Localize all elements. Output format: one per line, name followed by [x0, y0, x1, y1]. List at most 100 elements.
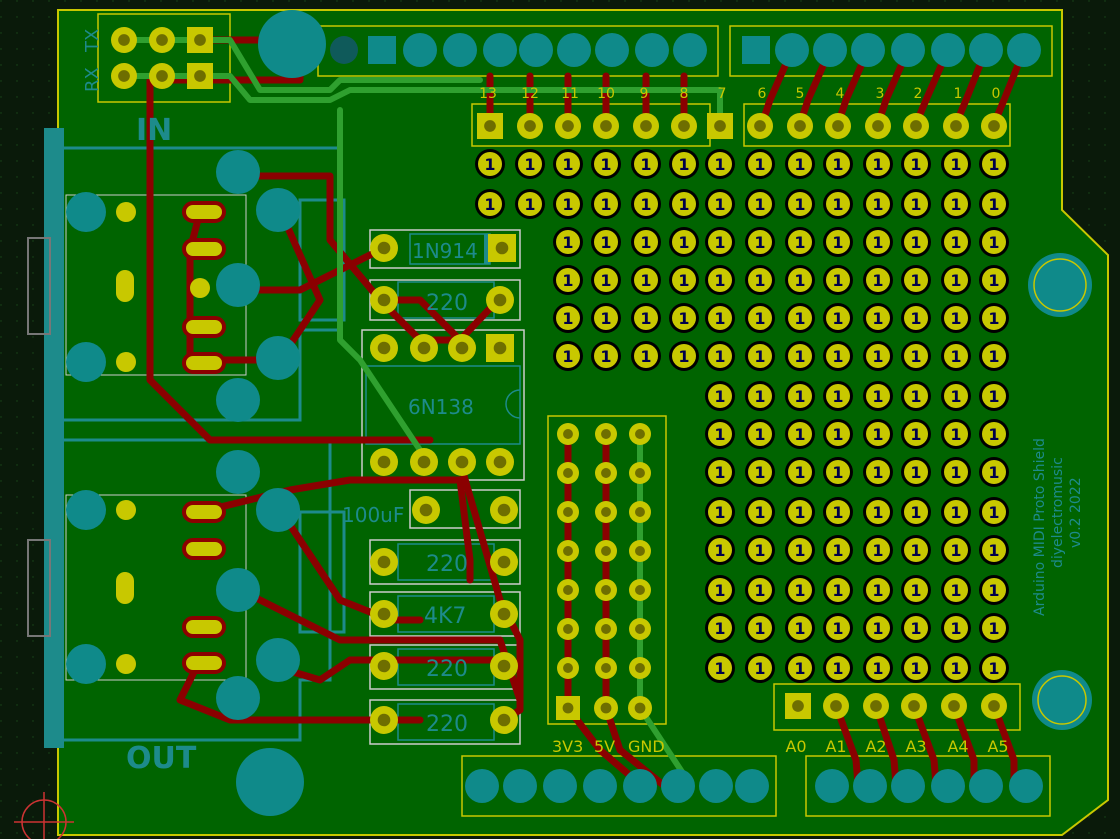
proto-digital-pad-drill — [524, 120, 536, 132]
proto-pad-number: 1 — [872, 581, 883, 600]
digital-header-pins — [330, 33, 1041, 67]
power-rail-pad-drill — [563, 624, 573, 634]
proto-pad — [708, 460, 732, 484]
resistor-4k7-label: 4K7 — [424, 604, 466, 629]
proto-pad — [826, 230, 850, 254]
proto-pad-number: 1 — [832, 233, 843, 252]
header-pin — [635, 33, 669, 67]
proto-pad — [982, 230, 1006, 254]
diode-cathode-band — [484, 234, 490, 264]
jack-bezel — [44, 128, 64, 748]
proto-pad — [944, 578, 968, 602]
diode-label: 1N914 — [412, 239, 478, 263]
proto-pad — [634, 152, 658, 176]
proto-pad-number: 1 — [794, 309, 805, 328]
power-5v-label: 5V — [594, 737, 615, 756]
proto-pad-number: 1 — [600, 233, 611, 252]
power-rail-pad-drill — [600, 702, 612, 714]
proto-pad-number: 1 — [754, 541, 765, 560]
proto-pad — [826, 422, 850, 446]
component-pad-drill — [497, 607, 511, 621]
header-pin — [813, 33, 847, 67]
power-rail-pad-drill — [635, 429, 645, 439]
proto-header-pads — [477, 113, 1007, 720]
proto-pad — [478, 152, 502, 176]
power-rail-pad-drill — [563, 507, 573, 517]
proto-pad — [826, 538, 850, 562]
proto-pad — [788, 538, 812, 562]
component-pad-drill — [417, 455, 431, 469]
proto-pad-number: 1 — [872, 503, 883, 522]
proto-pad-number: 1 — [794, 195, 805, 214]
mount-ring-right-bottom — [1037, 675, 1087, 725]
rx-label: RX — [82, 67, 103, 92]
proto-pad — [866, 422, 890, 446]
header-pin — [1009, 769, 1043, 803]
proto-pad — [944, 500, 968, 524]
proto-pad-number: 1 — [754, 659, 765, 678]
silk-title-line3: v0.2 2022 — [1068, 477, 1084, 548]
header-pin — [595, 33, 629, 67]
proto-pad — [708, 152, 732, 176]
component-pad-drill — [377, 293, 391, 307]
proto-pad-number: 1 — [754, 233, 765, 252]
proto-pad-number: 1 — [950, 503, 961, 522]
proto-pad — [634, 192, 658, 216]
proto-pad — [944, 656, 968, 680]
proto-pad — [478, 192, 502, 216]
power-rail-pad-drill — [635, 624, 645, 634]
proto-pad-number: 1 — [714, 659, 725, 678]
proto-pad — [866, 538, 890, 562]
proto-pad — [788, 500, 812, 524]
proto-pad-number: 1 — [872, 271, 883, 290]
proto-pad-number: 1 — [714, 503, 725, 522]
power-analog-header-pins — [465, 769, 1043, 803]
resistor-220-a-label: 220 — [426, 291, 468, 316]
proto-pad-number: 1 — [832, 387, 843, 406]
mount-ring-right-top — [1033, 258, 1087, 312]
proto-pad-number: 1 — [794, 659, 805, 678]
power-rail-pad-drill — [563, 429, 573, 439]
proto-pad-number: 1 — [872, 659, 883, 678]
serial-pad-drill — [194, 70, 206, 82]
proto-pad — [518, 192, 542, 216]
proto-pad-number: 1 — [872, 425, 883, 444]
proto-pad — [788, 192, 812, 216]
component-pad-drill — [493, 455, 507, 469]
header-pin — [661, 769, 695, 803]
proto-pad-number: 1 — [754, 387, 765, 406]
power-rail-pad-drill — [635, 507, 645, 517]
proto-pad-number: 1 — [794, 503, 805, 522]
proto-pad — [982, 152, 1006, 176]
proto-pad-number: 1 — [950, 541, 961, 560]
proto-pad — [634, 268, 658, 292]
proto-pad — [672, 230, 696, 254]
proto-pad — [788, 422, 812, 446]
proto-pad — [982, 306, 1006, 330]
proto-pad — [708, 578, 732, 602]
proto-pad — [594, 152, 618, 176]
component-pad-drill — [377, 659, 391, 673]
proto-pad-number: 1 — [794, 463, 805, 482]
header-pin — [368, 36, 396, 64]
silk-title-line1: Arduino MIDI Proto Shield — [1032, 438, 1048, 616]
proto-pad — [594, 306, 618, 330]
proto-pad — [788, 268, 812, 292]
proto-pad-number: 1 — [832, 463, 843, 482]
component-pad-drill — [455, 341, 469, 355]
proto-pad-number: 1 — [872, 233, 883, 252]
proto-pad — [904, 500, 928, 524]
proto-pad — [788, 656, 812, 680]
proto-pad — [826, 384, 850, 408]
header-pin — [465, 769, 499, 803]
digital-pin-label: 12 — [521, 86, 539, 102]
digital-pin-label: 6 — [758, 86, 767, 102]
proto-pad — [788, 152, 812, 176]
proto-pad-number: 1 — [754, 347, 765, 366]
proto-pad-number: 1 — [754, 503, 765, 522]
proto-pad-number: 1 — [872, 619, 883, 638]
proto-pad — [904, 344, 928, 368]
proto-pad-number: 1 — [872, 155, 883, 174]
proto-pad-number: 1 — [794, 347, 805, 366]
